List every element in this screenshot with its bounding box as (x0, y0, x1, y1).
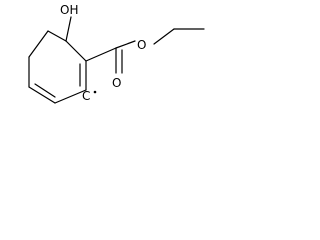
ring-bond-c1-c2 (65, 40, 87, 62)
structure-canvas: OH O O C (0, 0, 206, 121)
radical-carbon-label: C (82, 89, 90, 103)
ring-bond-c4-c3 (28, 86, 56, 104)
ethyl-bond-1 (153, 28, 175, 45)
ring-bond-c6-c5 (28, 30, 49, 58)
ring-bond-c4-c3-double (34, 83, 56, 98)
ring-bond-c3-c2 (54, 89, 87, 104)
ring-bond-c1-c6 (47, 30, 67, 42)
ester-oxygen-label: O (137, 38, 146, 52)
ester-carbon-bond (85, 47, 117, 62)
radical-dot-icon (93, 90, 97, 94)
carbonyl-oxygen-label: O (112, 76, 121, 90)
hydroxyl-bond (65, 16, 72, 42)
molecule-structure: OH O O C (28, 3, 205, 104)
hydroxyl-label: OH (60, 3, 78, 17)
ester-oxygen-bond (115, 40, 136, 49)
